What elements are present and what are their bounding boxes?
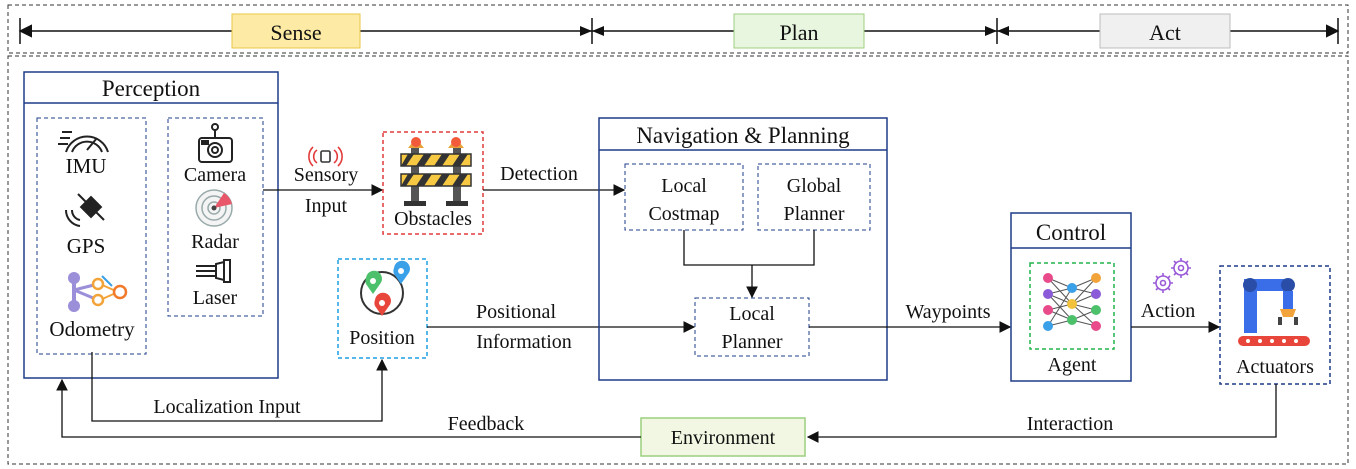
sensory-signal-icon [308, 146, 343, 167]
interaction-connector [806, 384, 1277, 443]
position-label: Position [349, 327, 415, 349]
environment-label: Environment [671, 427, 776, 449]
gps-icon [64, 193, 105, 227]
phase-plan-label: Plan [779, 20, 818, 45]
odometry-label: Odometry [49, 317, 135, 341]
phase-act-box [1099, 13, 1231, 49]
waypoints-label: Waypoints [905, 301, 990, 323]
sensory-input-label-line2: Input [305, 195, 348, 217]
neural-network-icon [1043, 273, 1101, 331]
perception-right-group [167, 117, 264, 317]
position-pins-icon [360, 260, 410, 316]
global-planner-line1: Global [787, 175, 842, 197]
interaction-label: Interaction [1027, 413, 1114, 435]
control-title: Control [1036, 220, 1106, 245]
phase-plan-box [733, 13, 865, 49]
diagram-frame [7, 55, 1349, 465]
planner-merge-connector [683, 230, 815, 266]
odometry-icon [68, 272, 128, 312]
environment-box [640, 417, 806, 457]
local-planner-box [694, 297, 810, 357]
phase-act-label: Act [1149, 20, 1181, 45]
local-planner-line1: Local [729, 303, 775, 325]
perception-title: Perception [102, 76, 201, 101]
obstacles-label: Obstacles [394, 208, 472, 230]
imu-label: IMU [66, 154, 107, 178]
feedback-connector [56, 378, 641, 438]
sensory-input-label-line1: Sensory [294, 164, 358, 186]
localization-input-label: Localization Input [153, 396, 301, 418]
global-planner-line2: Planner [783, 203, 844, 225]
camera-label: Camera [184, 164, 246, 186]
phase-frame [7, 4, 1349, 54]
perception-box [23, 71, 279, 379]
positional-information-line1: Positional [476, 301, 556, 323]
laser-icon [196, 259, 231, 283]
local-planner-line2: Planner [721, 331, 782, 353]
localization-input-connector [91, 352, 388, 422]
feedback-label: Feedback [448, 413, 525, 435]
gps-label: GPS [67, 234, 106, 258]
local-costmap-line1: Local [661, 175, 707, 197]
imu-icon [58, 131, 109, 153]
navigation-title: Navigation & Planning [636, 123, 850, 148]
actuators-label: Actuators [1236, 356, 1314, 378]
radar-icon [195, 189, 233, 227]
phase-sense-box [231, 13, 361, 49]
navigation-box [598, 117, 888, 381]
detection-label: Detection [500, 163, 578, 185]
agent-label: Agent [1048, 354, 1097, 376]
local-costmap-box [624, 163, 744, 231]
phase-sense-label: Sense [270, 20, 321, 45]
local-costmap-line2: Costmap [648, 203, 719, 225]
camera-icon [198, 123, 233, 163]
barrier-icon [400, 137, 472, 206]
positional-information-line2: Information [476, 331, 572, 353]
gears-icon [1153, 258, 1191, 293]
laser-label: Laser [193, 287, 238, 309]
robot-arm-icon [1238, 278, 1310, 346]
action-label: Action [1141, 300, 1195, 322]
radar-label: Radar [191, 231, 239, 253]
